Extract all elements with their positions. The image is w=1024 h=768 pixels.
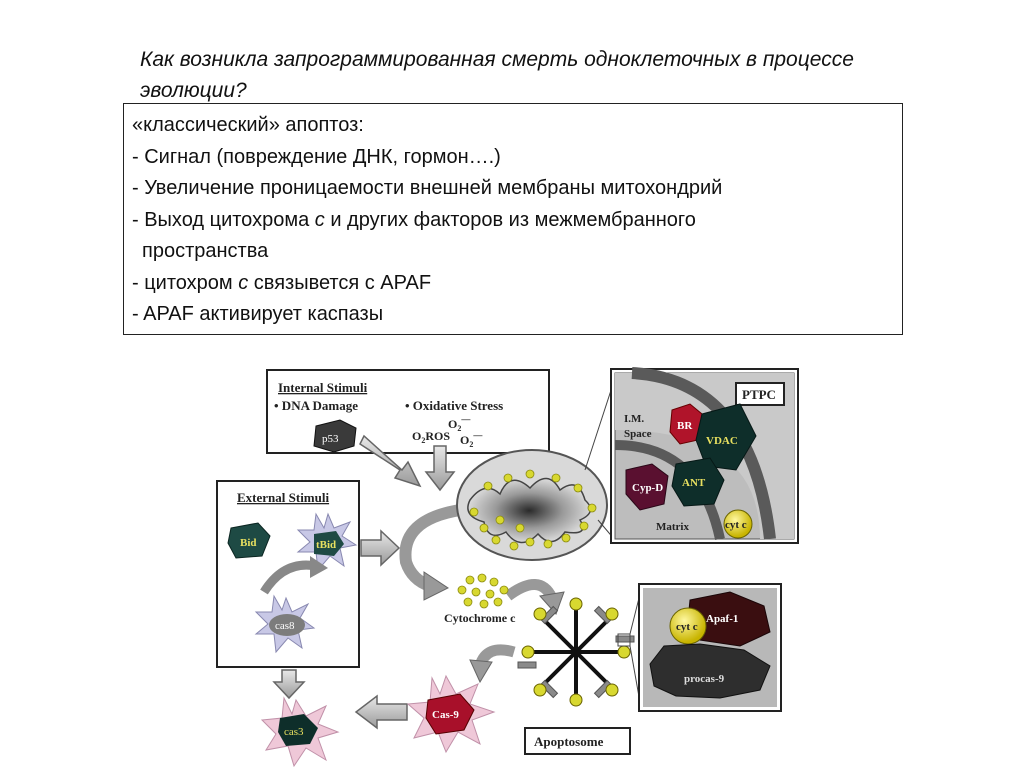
mito-cytochrome-dots [469,469,597,551]
cas8-label: cas8 [275,620,295,632]
tbid-label: tBid [316,539,336,551]
vdac-label: VDAC [706,435,738,447]
cas3-label: cas3 [284,726,304,738]
external-stimuli-title: External Stimuli [237,490,329,505]
dna-damage-label: • DNA Damage [274,398,358,413]
summary-heading: «классический» апоптоз: [132,114,364,136]
summary-item-cytochrome-release-cont: пространства [142,240,269,262]
released-cytochrome-dots [457,573,509,609]
apoptosome-wheel [517,589,642,709]
arrow-cas9-to-cas3 [354,694,408,730]
o2-right-label: O2— [460,430,483,449]
bid-label: Bid [240,537,257,549]
o2-top-label: O2— [448,414,471,433]
item3-c: с [314,208,325,231]
tbid-protein: tBid [296,512,358,572]
summary-item-signal: - Сигнал (повреждение ДНК, гормон….) [132,145,501,168]
internal-stimuli-box: Internal Stimuli • DNA Damage • Oxidativ… [266,369,550,454]
cas9-protein: Cas-9 [406,674,496,754]
o2-ros-label: O2ROS [412,429,450,445]
im-space-label-2: Space [624,428,652,440]
item4-c: с [238,271,249,294]
ptpc-label: PTPC [742,387,776,402]
arrow-tbid-to-mito [360,529,401,567]
cytc-inset-label: cyt c [725,519,747,531]
cytc-apaf-protein: cyt c [669,607,707,645]
ant-label: ANT [682,477,706,489]
external-stimuli-box: External Stimuli Bid tBid cas8 [216,480,360,668]
cypd-label: Cyp-D [632,482,663,494]
cas3-protein: cas3 [260,696,340,768]
apoptosome-label-box: Apoptosome [524,727,631,755]
bid-protein: Bid [227,522,271,559]
summary-item-caspase-activation: - APAF активирует каспазы [132,303,384,325]
arrow-mito-to-cytochrome [399,504,462,592]
im-space-label-1: I.M. [624,413,644,425]
slide-title: Как возникла запрограммированная смерть … [140,48,854,102]
item4-post: связывется с APAF [248,271,432,294]
vdac-protein: VDAC [695,403,757,471]
ptpc-inset: PTPC I.M. Space BR VDAC Cyp-D ANT Matrix… [610,367,799,544]
matrix-label: Matrix [656,521,689,533]
summary-item-apaf-binding: - цитохром с связывется с APAF [132,268,894,300]
summary-item-cytochrome-release: - Выход цитохрома с и других факторов из… [132,205,894,237]
cas9-label: Cas-9 [432,709,459,721]
p53-protein: p53 [313,419,357,453]
p53-label: p53 [322,433,339,445]
arrow-cas8-to-cas3 [272,669,306,700]
cytc-apaf-label: cyt c [676,621,698,633]
procas9-label: procas-9 [684,673,725,685]
apaf1-label: Apaf-1 [706,613,738,625]
apoptosis-summary-box: «классический» апоптоз: - Сигнал (повреж… [123,103,903,335]
item3-pre: - Выход цитохрома [132,208,315,231]
summary-item-permeability: - Увеличение проницаемости внешней мембр… [132,177,723,199]
apaf-inset: Apaf-1 cyt c procas-9 [638,583,782,712]
arrow-ros-to-mito [424,445,456,492]
cypd-protein: Cyp-D [625,463,669,511]
apoptosome-label: Apoptosome [534,734,604,749]
oxidative-stress-label: • Oxidative Stress [405,398,503,413]
cas8-protein: cas8 [254,594,316,654]
cytc-inset-protein: cyt c [723,509,753,539]
br-label: BR [677,420,693,432]
cytochrome-label: Cytochrome c [444,611,516,625]
pathway-arrows [272,434,565,730]
arrow-p53-to-mito [359,434,422,488]
item4-pre: - цитохром [132,271,239,294]
ant-protein: ANT [671,457,725,507]
br-protein: BR [669,403,703,445]
item3-post: и других факторов из межмембранного [324,208,696,231]
apaf1-protein: Apaf-1 [687,591,771,647]
mitochondrion [456,449,608,561]
internal-stimuli-title: Internal Stimuli [278,380,368,395]
procas9-protein: procas-9 [649,643,771,699]
